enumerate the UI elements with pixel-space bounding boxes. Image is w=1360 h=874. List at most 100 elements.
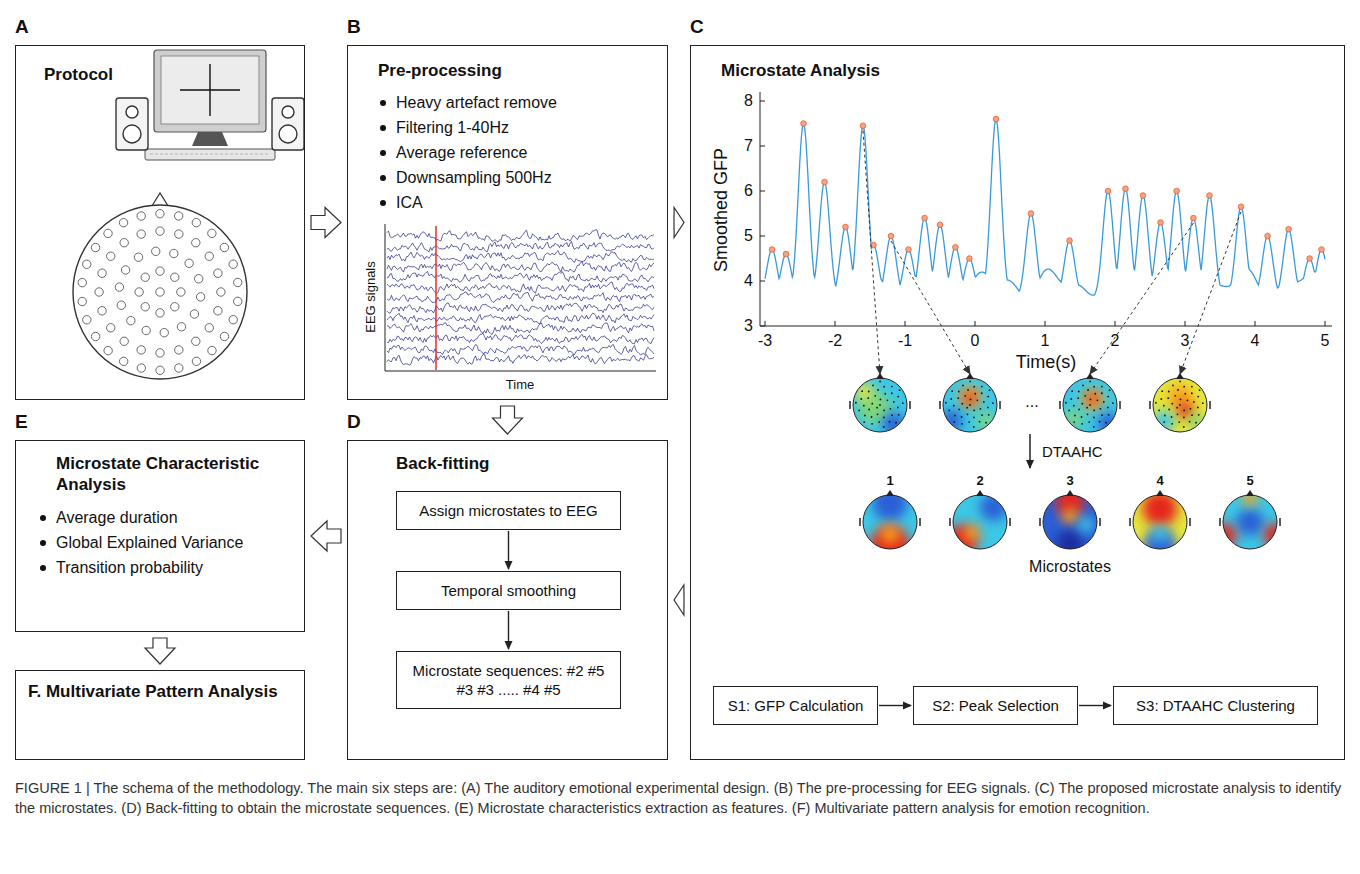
drawing-part (185, 259, 193, 267)
drawing-part (863, 405, 865, 407)
drawing-part (1163, 421, 1165, 423)
drawing-part (160, 328, 168, 336)
drawing-part (861, 390, 863, 392)
drawing-part (760, 101, 765, 102)
drawing-part (214, 307, 222, 315)
drawing-part (760, 92, 761, 326)
drawing-part (981, 392, 983, 394)
drawing-part (1164, 415, 1166, 417)
drawing-part (891, 241, 970, 374)
drawing-part (1158, 410, 1160, 412)
drawing-part (192, 132, 228, 146)
drawing-part (898, 414, 900, 416)
drawing-part (939, 401, 941, 409)
drawing-part (969, 381, 971, 383)
drawing-part (387, 241, 654, 252)
drawing-part (1059, 401, 1061, 409)
drawing-part (1174, 188, 1180, 194)
drawing-part (843, 224, 849, 230)
drawing-part (1063, 378, 1117, 432)
drawing-part (190, 310, 198, 318)
flow-arrow (508, 611, 509, 649)
drawing-part (171, 273, 179, 281)
drawing-part (872, 385, 874, 387)
drawing-part (760, 281, 765, 282)
drawing-part (760, 191, 765, 192)
drawing-part (979, 421, 981, 423)
drawing-part (1155, 402, 1157, 404)
speaker-icon (116, 98, 304, 150)
drawing-part (152, 193, 168, 206)
drawing-part (156, 288, 164, 296)
drawing-part (175, 364, 183, 372)
bullet-item: Downsampling 500Hz (378, 167, 648, 188)
box-label: S2: Peak Selection (922, 696, 1069, 715)
drawing-part (177, 323, 185, 331)
drawing-part (1195, 422, 1197, 424)
drawing-part (1142, 491, 1177, 526)
drawing-part (945, 494, 1007, 557)
plot-label: -2 (828, 332, 842, 350)
drawing-part (214, 269, 222, 277)
plot-label: EEG signals (364, 261, 378, 333)
drawing-part (1089, 404, 1091, 406)
electrode-cap (73, 193, 247, 379)
plot-label: Smoothed GFP (712, 148, 732, 272)
plot-label: 6 (744, 182, 753, 200)
drawing-part (1183, 417, 1185, 419)
drawing-part (975, 321, 976, 326)
drawing-part (119, 357, 127, 365)
drawing-part (967, 389, 969, 391)
drawing-part (1087, 389, 1089, 391)
drawing-part (150, 154, 270, 155)
drawing-part (853, 378, 907, 432)
drawing-part (137, 212, 145, 220)
drawing-part (1189, 421, 1191, 423)
drawing-part (387, 292, 654, 303)
panel-box: DBack-fittingAssign microstates to EEGTe… (347, 440, 668, 760)
drawing-part (1073, 405, 1075, 407)
drawing-part (949, 518, 951, 526)
drawing-part (121, 266, 129, 274)
plot-label: 1 (886, 474, 893, 488)
drawing-part (1133, 495, 1187, 549)
drawing-part (940, 410, 962, 432)
plot-label: 3 (1066, 474, 1073, 488)
plot-label: -3 (758, 332, 772, 350)
drawing-part (964, 395, 966, 397)
drawing-part (872, 486, 907, 521)
drawing-part (1158, 220, 1164, 226)
drawing-part (760, 146, 765, 147)
drawing-part (891, 392, 893, 394)
drawing-part (974, 393, 976, 395)
process-box: S1: GFP Calculation (713, 686, 878, 725)
drawing-part (1105, 422, 1107, 424)
panel-title: Protocol (44, 64, 164, 85)
drawing-part (175, 230, 183, 238)
drawing-part (234, 278, 242, 286)
drawing-part (1115, 321, 1116, 326)
drawing-part (1177, 413, 1179, 415)
drawing-part (104, 346, 112, 354)
bullet-text: Downsampling 500Hz (396, 169, 552, 186)
drawing-part (1086, 407, 1088, 409)
drawing-part (208, 229, 216, 237)
drawing-part (175, 346, 183, 354)
drawing-part (958, 409, 960, 411)
drawing-part (835, 321, 836, 326)
drawing-part (899, 389, 901, 391)
drawing-part (387, 272, 654, 283)
drawing-part (1172, 385, 1174, 387)
drawing-part (91, 332, 99, 340)
clustering-arrow (1029, 434, 1031, 468)
block-arrow (311, 208, 341, 238)
drawing-part (1078, 391, 1080, 393)
drawing-part (1097, 399, 1099, 401)
bullet-dot (380, 175, 386, 181)
drawing-part (877, 413, 879, 415)
drawing-part (876, 373, 884, 379)
drawing-part (897, 396, 899, 398)
drawing-part (272, 98, 304, 150)
plot-label: 3 (744, 317, 753, 335)
plot-label: 4 (1251, 332, 1260, 350)
